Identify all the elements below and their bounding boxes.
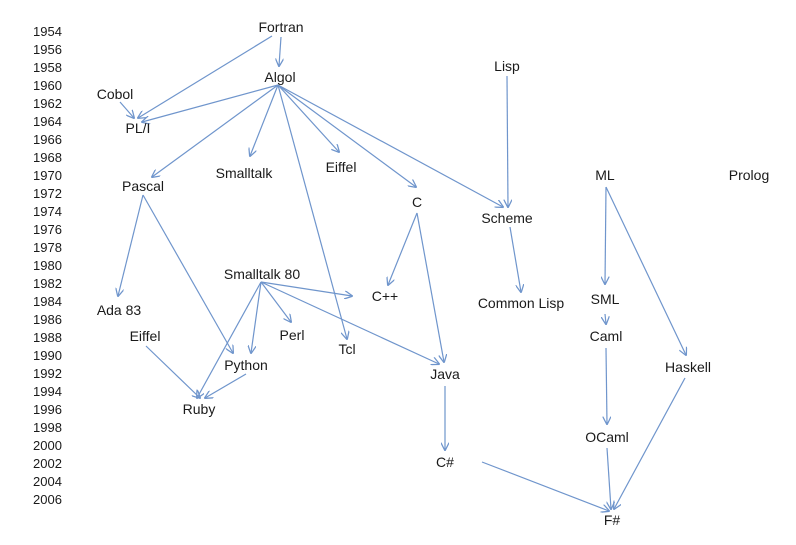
year-label: 2006 — [33, 492, 62, 507]
edge-scheme-commonlisp — [509, 226, 521, 292]
node-sml: SML — [590, 291, 620, 307]
edge-algol-smalltalk — [250, 84, 279, 156]
edge-algol-eiffel — [277, 84, 339, 152]
year-label: 1992 — [33, 366, 62, 381]
edge-python-ruby — [205, 373, 247, 398]
edge-ml-haskell — [605, 186, 686, 355]
year-label: 1978 — [33, 240, 62, 255]
year-label: 1954 — [33, 24, 62, 39]
year-label: 1986 — [33, 312, 62, 327]
node-fortran: Fortran — [258, 19, 304, 35]
edge-csharp-fsharp — [481, 461, 609, 511]
edge-sml-caml — [605, 313, 606, 324]
year-label: 2000 — [33, 438, 62, 453]
edge-fortran-pli — [138, 35, 273, 118]
edge-st80-java — [260, 281, 439, 364]
node-java: Java — [430, 366, 460, 382]
node-ml: ML — [595, 167, 615, 183]
year-label: 1960 — [33, 78, 62, 93]
year-label: 1996 — [33, 402, 62, 417]
edge-c-java — [416, 212, 444, 362]
edge-algol-tcl — [277, 84, 347, 339]
year-label: 1962 — [33, 96, 62, 111]
node-algol: Algol — [264, 69, 296, 85]
year-label: 1994 — [33, 384, 62, 399]
edge-caml-ocaml — [606, 347, 607, 424]
year-label: 1988 — [33, 330, 62, 345]
node-ocaml: OCaml — [585, 429, 629, 445]
year-label: 1966 — [33, 132, 62, 147]
node-ada-83: Ada 83 — [96, 302, 142, 318]
year-label: 1990 — [33, 348, 62, 363]
node-eiffel: Eiffel — [129, 328, 161, 344]
year-label: 1972 — [33, 186, 62, 201]
edge-st80-cpp — [260, 281, 352, 296]
edge-st80-python — [251, 281, 262, 353]
node-pascal: Pascal — [121, 178, 165, 194]
edge-algol-c — [277, 84, 416, 187]
node-cpp: C++ — [371, 288, 399, 304]
year-label: 1970 — [33, 168, 62, 183]
edge-cobol-pli — [119, 101, 134, 118]
node-smalltalk: Smalltalk — [215, 165, 273, 181]
node-eiffel-1985: Eiffel — [325, 159, 357, 175]
year-label: 1980 — [33, 258, 62, 273]
edge-ml-sml — [605, 186, 606, 284]
node-caml: Caml — [589, 328, 623, 344]
edge-algol-scheme — [277, 84, 503, 207]
year-label: 1976 — [33, 222, 62, 237]
edge-st80-ruby — [197, 281, 262, 398]
year-label: 2004 — [33, 474, 62, 489]
edge-haskell-fsharp — [614, 377, 686, 509]
node-perl: Perl — [279, 327, 305, 343]
node-common-lisp: Common Lisp — [477, 295, 565, 311]
year-label: 1982 — [33, 276, 62, 291]
year-label: 1964 — [33, 114, 62, 129]
node-fsharp: F# — [603, 512, 621, 528]
edge-ocaml-fsharp — [607, 447, 611, 509]
edge-eiffel-ruby — [145, 345, 200, 398]
year-label: 1968 — [33, 150, 62, 165]
year-label: 2002 — [33, 456, 62, 471]
node-haskell: Haskell — [665, 359, 711, 375]
node-lisp: Lisp — [494, 58, 520, 74]
year-label: 1984 — [33, 294, 62, 309]
node-tcl: Tcl — [338, 341, 356, 357]
edge-fortran-algol — [279, 36, 281, 66]
node-pli: PL/I — [125, 120, 151, 136]
node-prolog: Prolog — [728, 167, 770, 183]
node-c: C — [411, 194, 423, 210]
edge-algol-pli — [142, 84, 279, 122]
edge-pascal-python — [142, 194, 233, 353]
edge-lisp-scheme — [507, 75, 508, 207]
year-label: 1974 — [33, 204, 62, 219]
year-label: 1956 — [33, 42, 62, 57]
edge-pascal-ada — [118, 194, 144, 296]
node-ruby: Ruby — [182, 401, 216, 417]
node-scheme: Scheme — [481, 210, 533, 226]
year-label: 1998 — [33, 420, 62, 435]
year-label: 1958 — [33, 60, 62, 75]
edge-algol-pascal — [152, 84, 279, 177]
node-smalltalk-80: Smalltalk 80 — [223, 266, 301, 282]
node-python: Python — [224, 357, 268, 373]
edge-st80-perl — [260, 281, 291, 322]
node-cobol: Cobol — [96, 86, 134, 102]
edge-c-cpp — [388, 212, 418, 285]
node-csharp: C# — [436, 454, 454, 470]
